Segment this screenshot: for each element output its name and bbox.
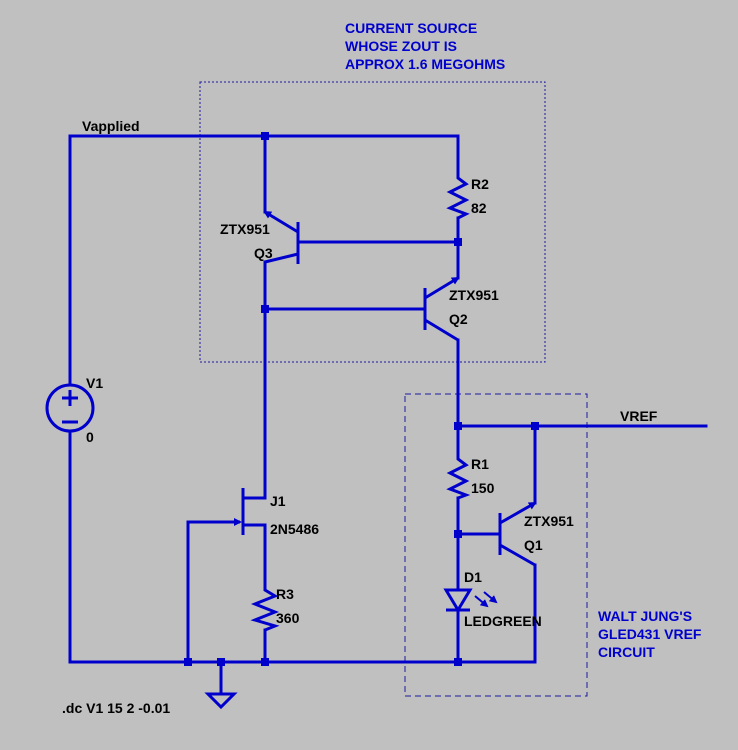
junction-node — [454, 658, 462, 666]
j1-model-label: 2N5486 — [270, 521, 319, 537]
v1-source[interactable] — [45, 383, 95, 433]
r3-value-label: 360 — [276, 610, 300, 626]
junction-node — [261, 658, 269, 666]
v1-source-icon — [45, 383, 95, 433]
current-source-note-line: CURRENT SOURCE — [345, 20, 477, 36]
v1-value-label: 0 — [86, 429, 94, 445]
q3-emitter-icon — [263, 210, 299, 234]
r3-resistor-icon[interactable] — [250, 585, 280, 632]
junction-node — [261, 305, 269, 313]
current-source-note-line: WHOSE ZOUT IS — [345, 38, 457, 54]
v1-ref-label: V1 — [86, 375, 103, 391]
ground-icon — [204, 692, 238, 710]
q3-model-label: ZTX951 — [220, 221, 270, 237]
r1-resistor-icon[interactable] — [446, 456, 471, 500]
j1-drain-icon — [243, 480, 267, 500]
net-label-vref[interactable]: VREF — [620, 408, 658, 424]
d1-led-triangle-icon — [443, 588, 473, 613]
q1-emitter-icon — [499, 501, 537, 525]
junction-node — [454, 422, 462, 430]
j1-source-icon — [243, 523, 267, 538]
r1-value-label: 150 — [471, 480, 495, 496]
vref-circuit-note-line: WALT JUNG'S — [598, 608, 692, 624]
q1-model-label: ZTX951 — [524, 513, 574, 529]
junction-node — [217, 658, 225, 666]
spice-directive[interactable]: .dc V1 15 2 -0.01 — [62, 700, 170, 716]
r2-value-label: 82 — [471, 200, 487, 216]
r1-ref-label: R1 — [471, 456, 489, 472]
q2-emitter-icon — [424, 276, 460, 300]
q3-transistor[interactable] — [263, 210, 300, 264]
q3-ref-label: Q3 — [254, 245, 273, 261]
d1-led[interactable] — [443, 588, 498, 613]
vref-circuit-note-line: CIRCUIT — [598, 644, 655, 660]
junction-node — [261, 132, 269, 140]
q2-transistor[interactable] — [423, 276, 460, 342]
junctions — [184, 132, 539, 666]
q2-collector-icon — [424, 318, 459, 342]
q2-ref-label: Q2 — [449, 311, 468, 327]
d1-model-label: LEDGREEN — [464, 613, 542, 629]
wires — [68, 134, 708, 696]
q1-transistor[interactable] — [498, 501, 537, 567]
d1-light-ray-icon — [483, 591, 498, 604]
current-source-note-line: APPROX 1.6 MEGOHMS — [345, 56, 505, 72]
vref-circuit-note-line: GLED431 VREF — [598, 626, 702, 642]
j1-jfet[interactable] — [212, 480, 267, 538]
junction-node — [184, 658, 192, 666]
r2-ref-label: R2 — [471, 176, 489, 192]
q1-ref-label: Q1 — [524, 537, 543, 553]
junction-node — [454, 530, 462, 538]
vref-circuit-box — [404, 393, 588, 697]
wire-ground-rail — [68, 429, 537, 664]
current-source-box — [199, 81, 546, 363]
q1-collector-icon — [499, 543, 536, 567]
junction-node — [531, 422, 539, 430]
d1-light-ray-icon — [474, 595, 489, 608]
net-label-vapplied[interactable]: Vapplied — [82, 118, 140, 134]
r3-ref-label: R3 — [276, 586, 294, 602]
j1-ref-label: J1 — [270, 493, 286, 509]
wire-j1-gate — [186, 520, 240, 664]
q3-collector-icon — [264, 252, 299, 264]
junction-node — [454, 238, 462, 246]
r2-resistor-icon[interactable] — [446, 175, 470, 220]
d1-ref-label: D1 — [464, 569, 482, 585]
q2-model-label: ZTX951 — [449, 287, 499, 303]
